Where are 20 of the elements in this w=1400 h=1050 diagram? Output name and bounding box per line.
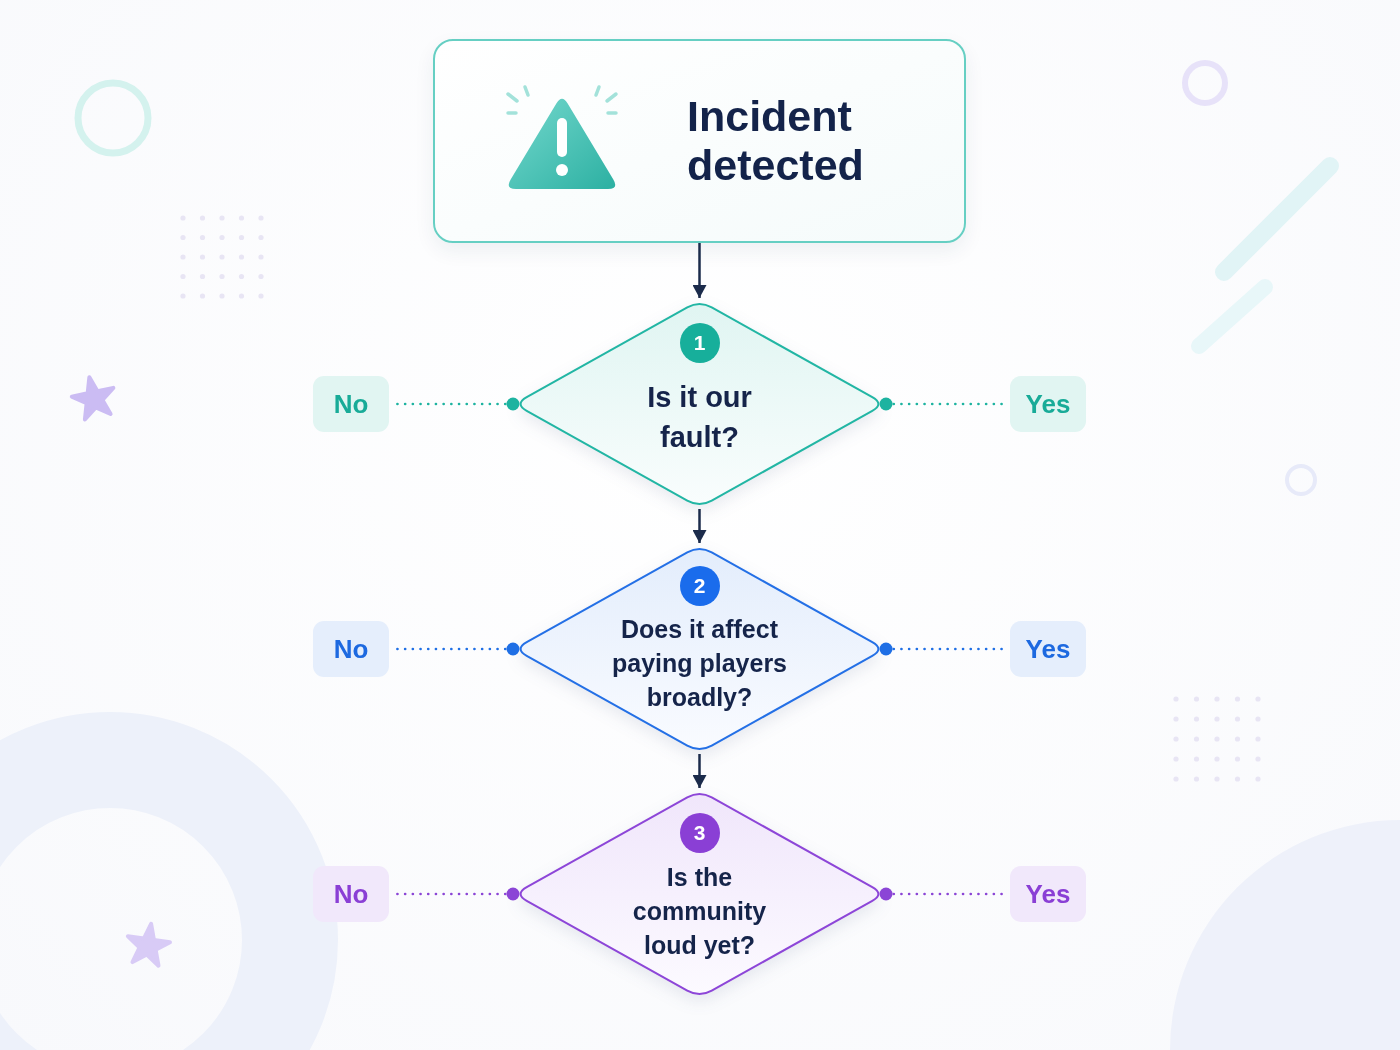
- arrow: [692, 509, 707, 543]
- arrow: [692, 243, 707, 298]
- question-text: Is the community loud yet?: [631, 862, 768, 961]
- arrow: [692, 754, 707, 788]
- answer-tag: Yes: [1010, 621, 1086, 677]
- dotted-connector: [393, 397, 520, 411]
- answer-tag: Yes: [1010, 376, 1086, 432]
- question-text: Is it our fault?: [646, 380, 753, 455]
- answer-tag: No: [313, 866, 389, 922]
- box-title: Incident detected: [687, 92, 865, 190]
- dotted-connector: [393, 642, 520, 656]
- answer-tag: Yes: [1010, 866, 1086, 922]
- dotted-connector: [879, 642, 1006, 656]
- question-text: Does it affect paying players broadly?: [610, 614, 789, 713]
- dotted-connector: [879, 887, 1006, 901]
- dotted-connector: [879, 397, 1006, 411]
- dotted-connector: [393, 887, 520, 901]
- answer-tag: No: [313, 621, 389, 677]
- process-box: [433, 39, 966, 243]
- answer-tag: No: [313, 376, 389, 432]
